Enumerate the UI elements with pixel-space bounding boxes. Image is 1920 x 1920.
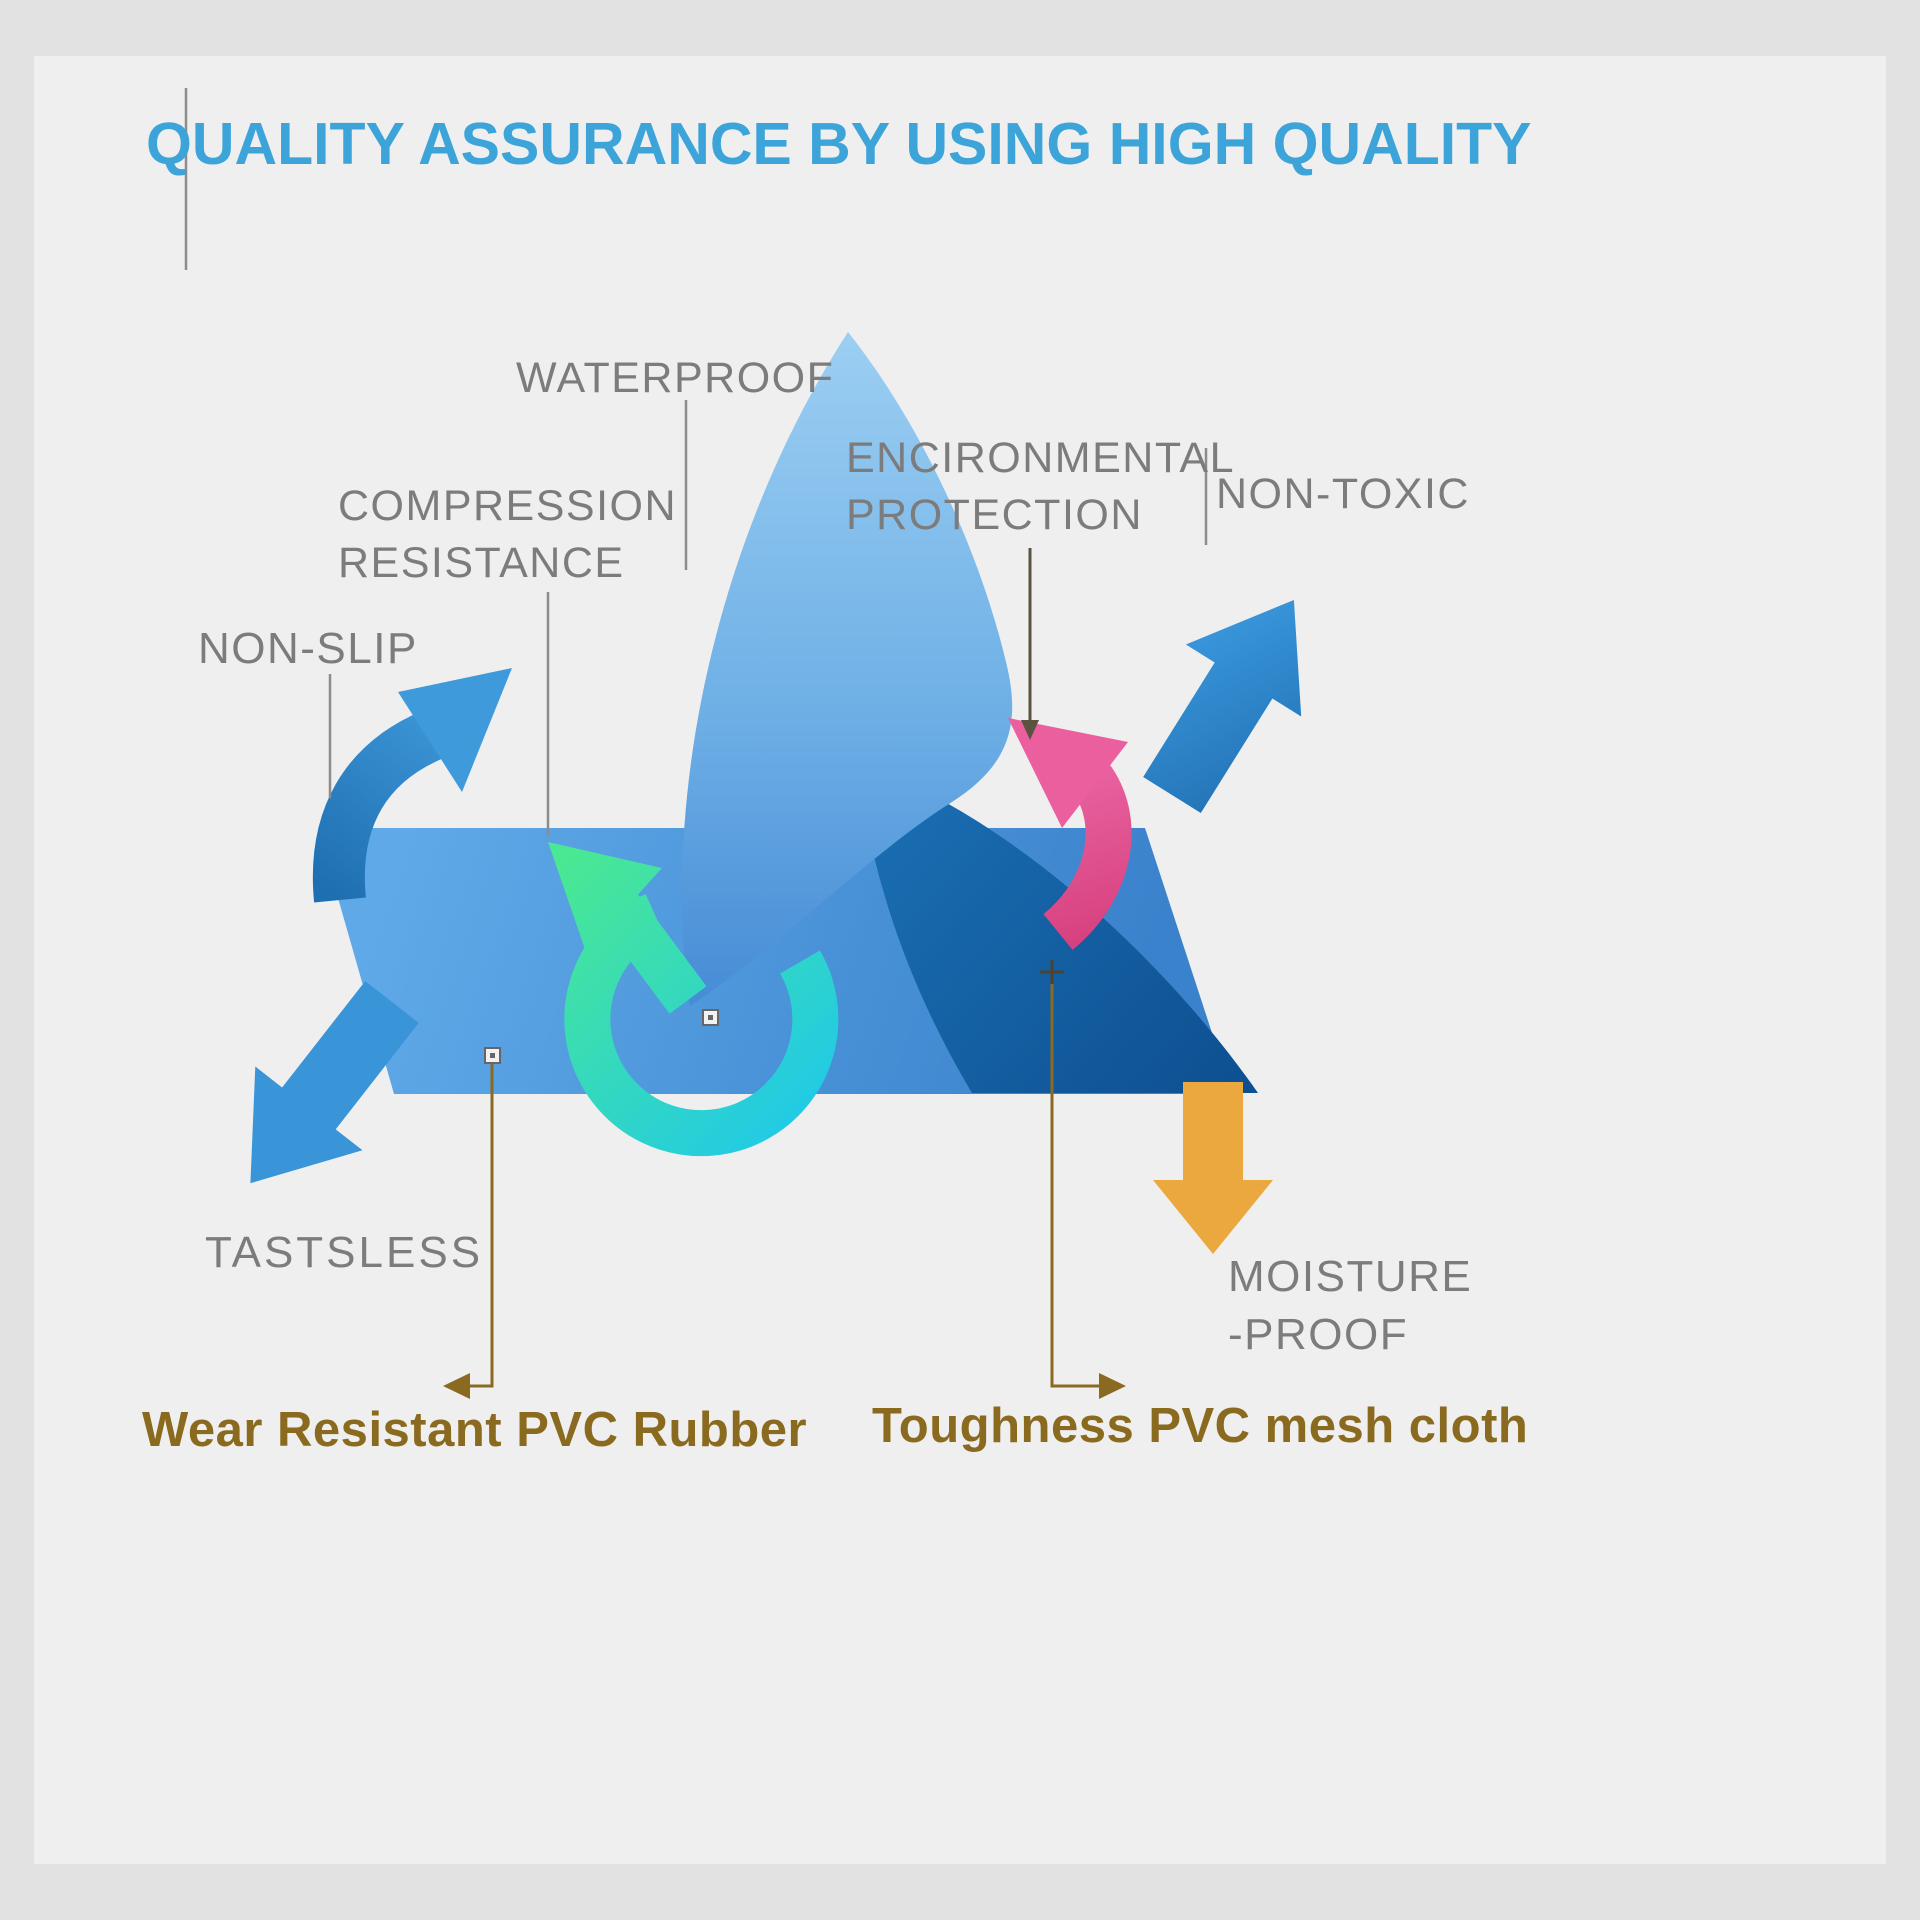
- moisture-arrow: [1153, 1082, 1273, 1254]
- label-environmental-line2: PROTECTION: [846, 490, 1143, 539]
- label-tastsless: TASTSLESS: [205, 1228, 484, 1277]
- label-moisture-line2: -PROOF: [1228, 1310, 1409, 1360]
- material-label-pvc-mesh-cloth: Toughness PVC mesh cloth: [872, 1399, 1529, 1453]
- material-label-pvc-rubber: Wear Resistant PVC Rubber: [142, 1403, 808, 1457]
- label-compression-line2: RESISTANCE: [338, 538, 625, 587]
- label-compression-resistance: COMPRESSION RESISTANCE: [338, 478, 677, 592]
- recycle-arrow: [548, 842, 839, 1157]
- label-moisture-line1: MOISTURE: [1228, 1252, 1473, 1301]
- page-title: QUALITY ASSURANCE BY USING HIGH QUALITY: [146, 111, 1532, 177]
- non-toxic-arrow: [1143, 599, 1302, 814]
- label-compression-line1: COMPRESSION: [338, 482, 678, 530]
- flipping-sheet: [682, 332, 1013, 1006]
- environmental-leader: [1021, 548, 1039, 740]
- leader-lines: [184, 88, 1208, 836]
- non-slip-arrow: [312, 668, 512, 903]
- protection-arrow: [1008, 718, 1132, 950]
- mat-point-markers: [484, 1009, 719, 1064]
- left-callout-leader: [443, 1062, 494, 1399]
- right-callout-leader: [1040, 960, 1126, 1399]
- label-non-toxic: NON-TOXIC: [1216, 470, 1470, 518]
- label-moisture-proof: MOISTURE -PROOF: [1228, 1248, 1472, 1364]
- label-non-slip: NON-SLIP: [198, 624, 418, 673]
- label-waterproof: WATERPROOF: [516, 354, 835, 402]
- label-environmental-protection: ENCIRONMENTAL PROTECTION: [846, 430, 1235, 544]
- tastsless-arrow: [250, 981, 419, 1184]
- label-environmental-line1: ENCIRONMENTAL: [846, 434, 1236, 482]
